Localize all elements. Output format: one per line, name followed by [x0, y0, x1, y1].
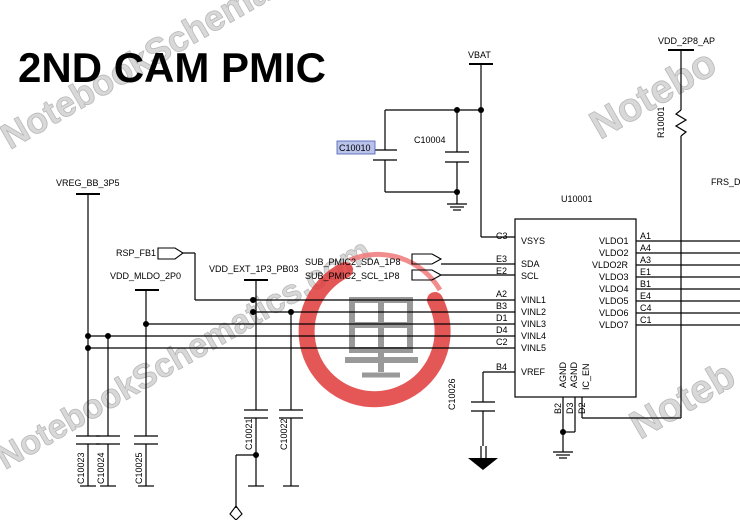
vreg-bb-branch — [76, 194, 120, 487]
vinl-bus — [85, 297, 515, 351]
c10010-highlight[interactable] — [336, 140, 376, 155]
pin-e3-num: E3 — [496, 254, 507, 264]
c10004-label: C10004 — [414, 135, 446, 145]
rsp-fb1-port — [157, 247, 184, 260]
pin-ic-en-label: IC_EN — [581, 363, 591, 390]
watermark-text-right: Notebo — [583, 41, 724, 148]
pin-vinl2-label: VINL2 — [521, 307, 546, 317]
vdd-2p8-ap-label: VDD_2P8_AP — [658, 36, 715, 46]
pin-vldo1-label: VLDO1 — [599, 236, 629, 246]
pin-vref-label: VREF — [521, 367, 546, 377]
c10021-label: C10021 — [244, 418, 254, 450]
i2c-nets — [411, 253, 515, 281]
vdd-ext-branch — [229, 280, 303, 520]
pin-c2-num: C2 — [496, 337, 508, 347]
pin-vinl4-label: VINL4 — [521, 331, 546, 341]
vbat-label: VBAT — [468, 50, 491, 60]
pin-vldo2r-label: VLDO2R — [592, 260, 629, 270]
pin-vinl5-label: VINL5 — [521, 343, 546, 353]
pin-e1-num: E1 — [640, 267, 651, 277]
vldo-output-lines — [636, 240, 740, 326]
r10001-label: R10001 — [656, 106, 666, 138]
page-title: 2ND CAM PMIC — [18, 44, 326, 91]
pin-c1-num: C1 — [640, 315, 652, 325]
pin-agnd-label-2: AGND — [569, 361, 579, 388]
pin-a3-num: A3 — [640, 255, 651, 265]
pin-c3-num: C3 — [496, 231, 508, 241]
pin-vldo5-label: VLDO5 — [599, 296, 629, 306]
u10001-label: U10001 — [561, 194, 593, 204]
pin-scl-label: SCL — [521, 271, 539, 281]
watermark-text-bottom: NotebookSchematics.com — [0, 231, 377, 476]
pin-a2-num: A2 — [496, 289, 507, 299]
pin-a4-num: A4 — [640, 243, 651, 253]
pin-d3-num: D3 — [565, 402, 575, 414]
sda-net-label: SUB_PMIC2_SDA_1P8 — [305, 257, 401, 267]
pin-sda-label: SDA — [521, 259, 540, 269]
pin-vldo6-label: VLDO6 — [599, 308, 629, 318]
c10010-label: C10010 — [339, 143, 371, 153]
pin-vldo4-label: VLDO4 — [599, 284, 629, 294]
rsp-fb1-label: RSP_FB1 — [116, 248, 156, 258]
vdd-ext-1p3-pb03-label: VDD_EXT_1P3_PB03 — [209, 264, 299, 274]
c10023-label: C10023 — [76, 452, 86, 484]
frs-net-label: FRS_D — [711, 177, 740, 187]
vreg-bb-3p5-label: VREG_BB_3P5 — [56, 178, 120, 188]
pin-vsys-label: VSYS — [521, 236, 545, 246]
pin-b3-num: B3 — [496, 301, 507, 311]
c10025-label: C10025 — [134, 452, 144, 484]
c10024-label: C10024 — [96, 452, 106, 484]
vbat-net — [373, 64, 515, 238]
c10026-label: C10026 — [447, 378, 457, 410]
vdd-mldo-2p0-label: VDD_MLDO_2P0 — [110, 271, 181, 281]
pin-e2-num: E2 — [496, 266, 507, 276]
vdd-mldo-branch — [134, 290, 158, 487]
pin-e4-num: E4 — [640, 291, 651, 301]
c10022-label: C10022 — [279, 418, 289, 450]
agnd-net — [553, 397, 576, 459]
scl-net-label: SUB_PMIC2_SCL_1P8 — [305, 271, 400, 281]
pin-vldo3-label: VLDO3 — [599, 272, 629, 282]
pin-d4-num: D4 — [496, 325, 508, 335]
pin-vldo7-label: VLDO7 — [599, 320, 629, 330]
pin-vinl3-label: VINL3 — [521, 319, 546, 329]
pin-d2-num: D2 — [577, 402, 587, 414]
vref-net — [468, 371, 515, 470]
pin-a1-num: A1 — [640, 231, 651, 241]
pin-agnd-label-1: AGND — [558, 361, 568, 388]
pin-c4-num: C4 — [640, 303, 652, 313]
pin-vinl1-label: VINL1 — [521, 295, 546, 305]
pin-vldo2-label: VLDO2 — [599, 248, 629, 258]
pin-b4-num: B4 — [496, 362, 507, 372]
pin-d1-num: D1 — [496, 313, 508, 323]
pin-b2-num: B2 — [553, 403, 563, 414]
pin-b1-num: B1 — [640, 279, 651, 289]
